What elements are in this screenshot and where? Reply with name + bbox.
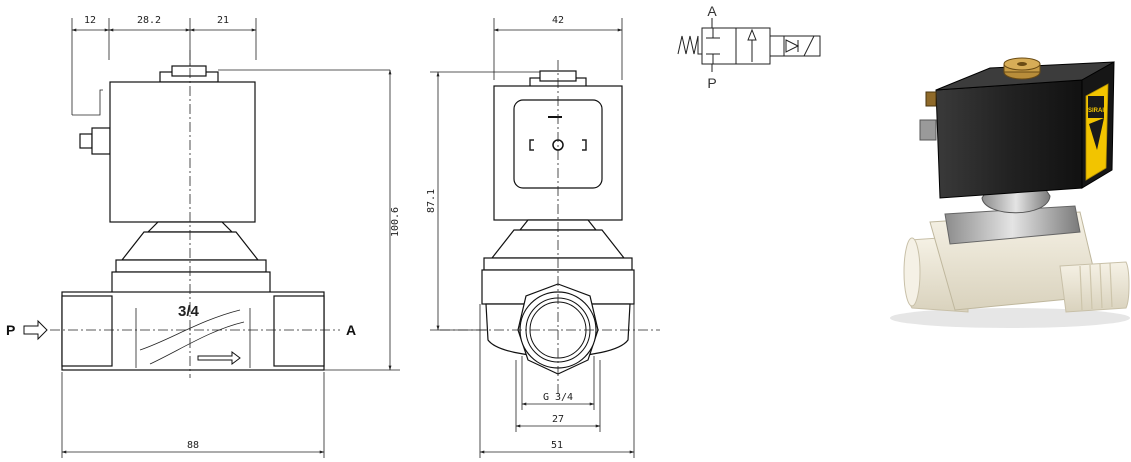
inlet-port-marker: P — [6, 319, 48, 341]
dim-42: 42 — [552, 15, 564, 26]
front-top-dimensions: 12 28.2 21 — [71, 15, 257, 115]
dim-88: 88 — [187, 440, 199, 451]
product-photo: SIRAI — [890, 57, 1130, 328]
dim-height-100-6: 100.6 — [324, 69, 401, 371]
symbol-port-a: A — [707, 3, 717, 19]
front-view: 12 28.2 21 3/4 — [6, 15, 401, 458]
valve-schematic-symbol: A P — [677, 3, 821, 91]
solenoid-actuator-icon — [769, 35, 821, 57]
coil-housing — [109, 81, 256, 223]
port-size-label: 3/4 — [178, 303, 200, 320]
outlet-label: A — [346, 322, 356, 338]
photo-brand-text: SIRAI — [1088, 108, 1104, 114]
inlet-label: P — [6, 322, 15, 338]
dim-100-6: 100.6 — [390, 207, 401, 237]
dim-51: 51 — [551, 440, 563, 451]
dim-28-2: 28.2 — [137, 15, 161, 26]
inlet-arrow-icon — [23, 319, 48, 341]
side-view: 42 87.1 G 3/4 — [426, 15, 660, 458]
photo-coil — [935, 79, 1083, 199]
dim-thread: G 3/4 — [543, 392, 573, 403]
dim-27: 27 — [552, 414, 564, 425]
dim-87-1: 87.1 — [426, 189, 437, 213]
dim-12: 12 — [84, 15, 96, 26]
dim-21: 21 — [217, 15, 229, 26]
symbol-port-p: P — [707, 75, 716, 91]
spring-icon — [677, 35, 702, 55]
dim-width-88: 88 — [61, 372, 325, 458]
coil-terminal — [79, 133, 93, 149]
terminal-block — [91, 127, 111, 155]
